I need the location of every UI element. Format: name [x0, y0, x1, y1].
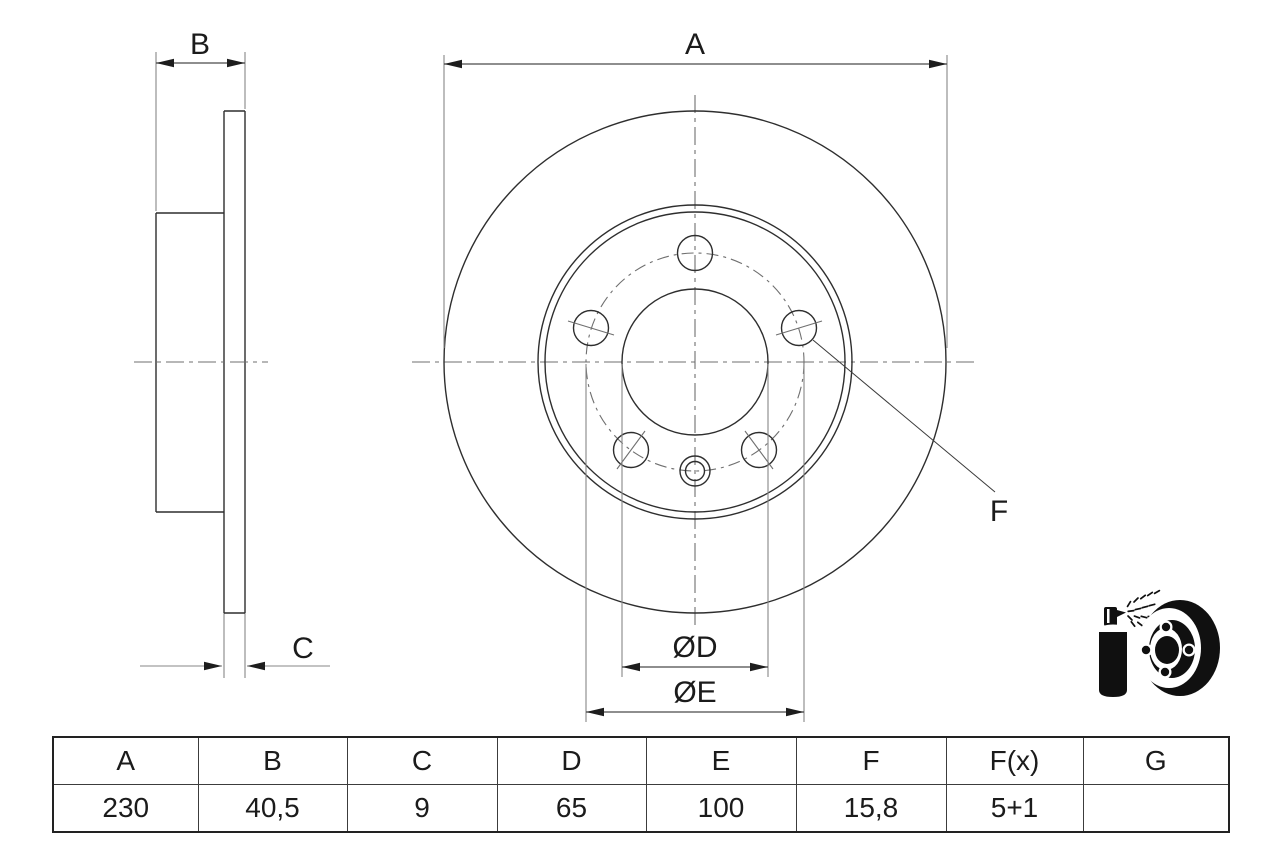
table-header-fx: F(x)	[945, 736, 1084, 785]
dimension-table: A B C D E F F(x) G 230 40,5 9 65 100 15,…	[52, 736, 1230, 833]
table-value-row: 230 40,5 9 65 100 15,8 5+1	[52, 784, 1230, 833]
table-header-d: D	[496, 736, 647, 785]
table-value-g	[1082, 784, 1230, 833]
disc-bolt-hole	[1160, 667, 1170, 677]
set-screw-hole-inner	[684, 460, 706, 482]
table-value-fx: 5+1	[945, 784, 1084, 833]
bolt-hole	[676, 234, 714, 272]
spray-can-icon	[1099, 589, 1161, 697]
center-bore-circle	[621, 288, 769, 436]
dim-c-label: C	[292, 632, 314, 665]
table-value-d: 65	[496, 784, 647, 833]
can-nozzle	[1117, 610, 1126, 617]
disc-bolt-hole	[1141, 645, 1151, 655]
table-value-b: 40,5	[197, 784, 348, 833]
front-view: A ØD ØE F	[412, 28, 1008, 722]
set-screw-hole-outer	[679, 455, 711, 487]
table-value-a: 230	[52, 784, 199, 833]
disc-bolt-hole	[1161, 622, 1171, 632]
bolt-hole	[612, 431, 650, 469]
dim-d-label: ØD	[673, 631, 718, 664]
brake-disc-icon	[1137, 600, 1220, 696]
section-view: B C	[134, 28, 330, 678]
hole-center-tick	[775, 320, 823, 336]
friction-ring-inner-circle	[537, 204, 853, 520]
spray-can-coated-brake-disc-icon	[1099, 589, 1220, 697]
table-value-c: 9	[346, 784, 498, 833]
disc-center-bore	[1155, 636, 1179, 664]
table-header-g: G	[1082, 736, 1230, 785]
bolt-hole	[740, 431, 778, 469]
dim-e-label: ØE	[673, 676, 716, 709]
can-cap-highlight	[1107, 609, 1110, 623]
table-header-b: B	[197, 736, 348, 785]
table-value-f: 15,8	[795, 784, 947, 833]
disc-bolt-hole	[1184, 645, 1194, 655]
hat-edge-circle	[544, 211, 846, 513]
table-header-f: F	[795, 736, 947, 785]
dim-f-label: F	[990, 495, 1008, 528]
bolt-hole	[572, 309, 610, 347]
table-header-a: A	[52, 736, 199, 785]
dim-b-label: B	[190, 28, 210, 61]
outer-edge-circle	[443, 110, 947, 614]
bolt-circle	[585, 252, 805, 472]
can-body	[1099, 632, 1127, 697]
hole-center-tick	[744, 430, 774, 470]
table-header-e: E	[645, 736, 797, 785]
table-header-c: C	[346, 736, 498, 785]
can-cap	[1104, 607, 1117, 626]
dim-f-leader-line	[812, 339, 996, 493]
hole-center-tick	[567, 320, 615, 336]
dim-a-label: A	[685, 28, 705, 61]
table-value-e: 100	[645, 784, 797, 833]
table-header-row: A B C D E F F(x) G	[52, 736, 1230, 785]
hole-center-tick	[616, 430, 646, 470]
bolt-hole	[780, 309, 818, 347]
